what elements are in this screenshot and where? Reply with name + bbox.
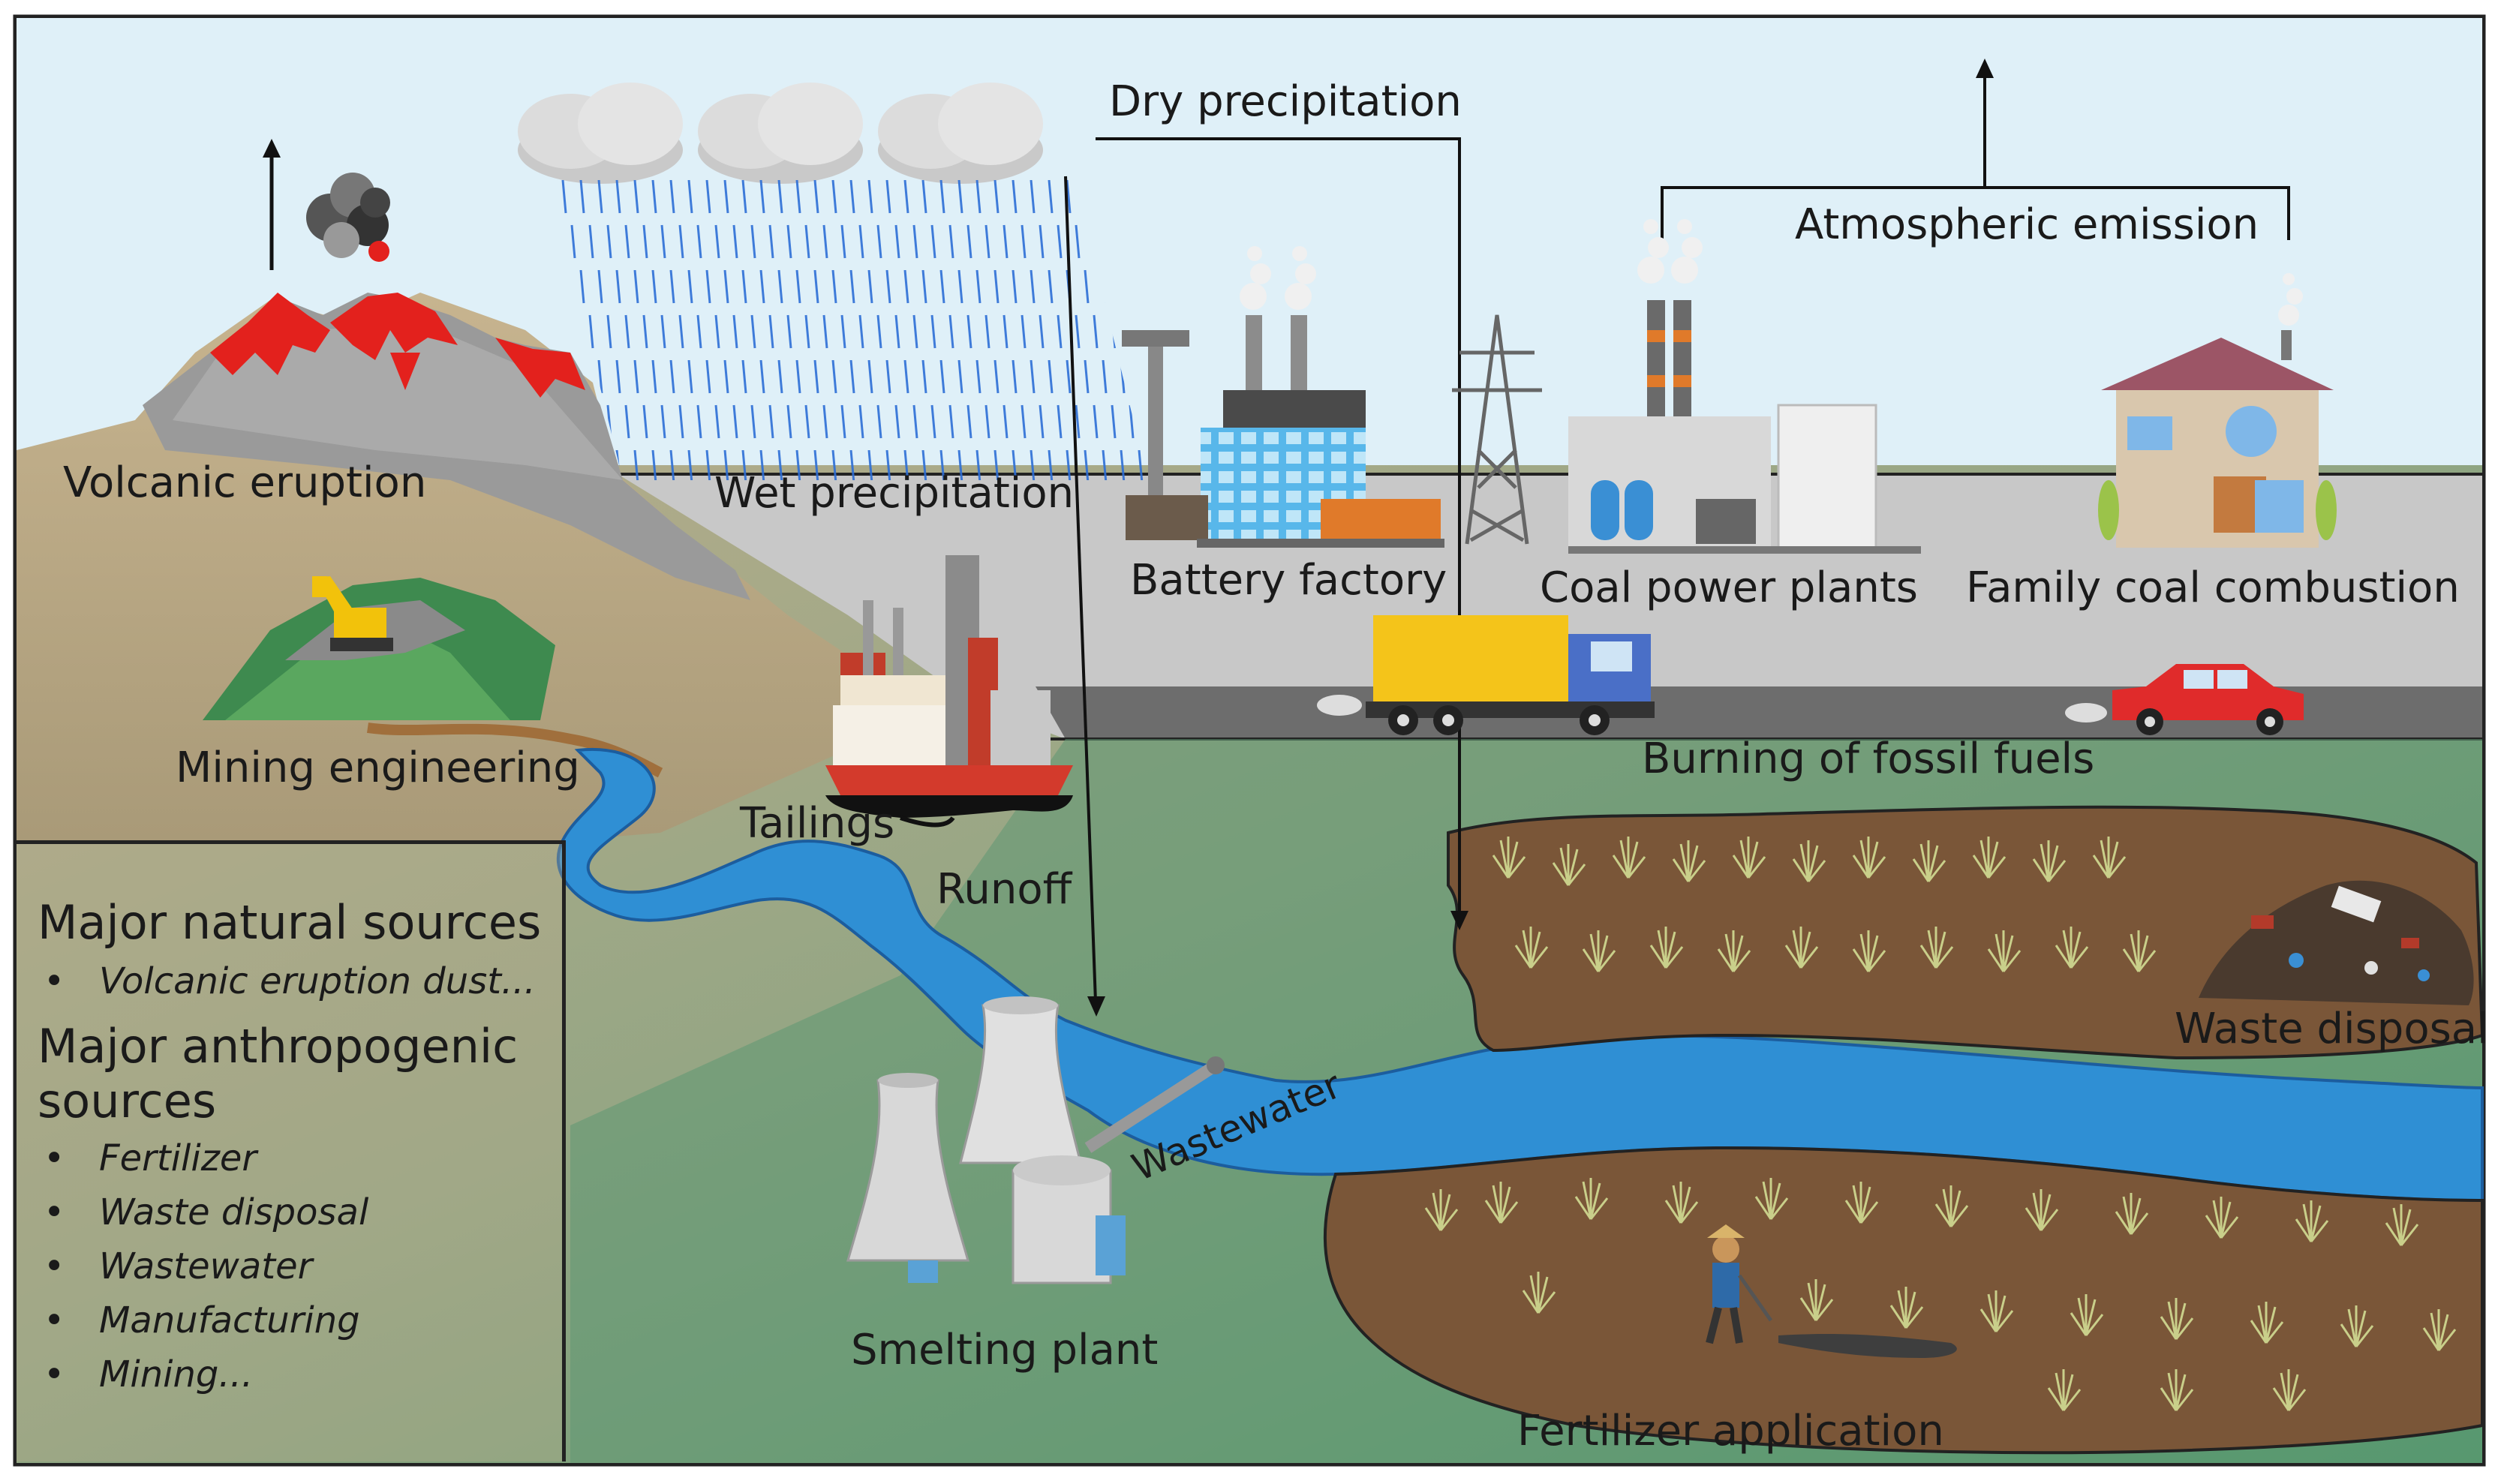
- wet-arrow-head: [1087, 996, 1105, 1017]
- fertilizer-trail: [1778, 1334, 1957, 1358]
- coal-power-plant-icon: [1568, 300, 1921, 554]
- farmer-icon: [1706, 1224, 1773, 1344]
- ship-icon: [825, 555, 1073, 795]
- waste-disposal-label: Waste disposal: [2175, 1005, 2489, 1053]
- volcano-arrow-head: [263, 139, 281, 158]
- crops-lower: [1424, 1178, 2457, 1411]
- factory-smoke: [1240, 246, 1316, 310]
- excavator-icon: [312, 576, 393, 651]
- car-icon: [2065, 664, 2304, 735]
- volcano-smoke: [306, 173, 390, 262]
- power-pylon-icon: [1452, 314, 1542, 545]
- truck-icon: [1317, 615, 1655, 735]
- anthropogenic-source-item: Manufacturing: [38, 1293, 563, 1347]
- anthropogenic-sources-title-line2: sources: [38, 1074, 217, 1129]
- anthropogenic-source-item: Wastewater: [38, 1239, 563, 1293]
- tailings-drain: [900, 816, 955, 828]
- fertilizer-application-label: Fertilizer application: [1517, 1407, 1944, 1455]
- anthropogenic-source-item: Waste disposal: [38, 1185, 563, 1239]
- family-coal-combustion-label: Family coal combustion: [1966, 563, 2460, 612]
- emission-bracket: [1661, 186, 2290, 240]
- anthropogenic-sources-list: Fertilizer Waste disposal Wastewater Man…: [38, 1131, 563, 1401]
- natural-sources-title: Major natural sources: [38, 895, 542, 950]
- lower-field: [1323, 1146, 2484, 1455]
- crops-upper: [1492, 837, 2157, 972]
- burning-fossil-fuels-label: Burning of fossil fuels: [1642, 734, 2095, 783]
- sources-legend: Major natural sources Volcanic eruption …: [17, 840, 566, 1461]
- atmospheric-emission-label: Atmospheric emission: [1795, 200, 2259, 249]
- rain: [548, 173, 1148, 480]
- house-smoke: [2278, 273, 2303, 326]
- dry-arrow-head: [1450, 911, 1468, 930]
- runoff-label: Runoff: [936, 865, 1072, 914]
- natural-sources-list: Volcanic eruption dust...: [38, 954, 563, 1008]
- wet-precipitation-arrow: [1064, 176, 1097, 1002]
- battery-factory-label: Battery factory: [1130, 556, 1447, 605]
- road-plateau: [615, 473, 2482, 739]
- power-plant-smoke: [1637, 219, 1703, 284]
- clouds: [518, 83, 1043, 184]
- volcano: [143, 293, 750, 600]
- battery-factory-icon: [1122, 315, 1444, 548]
- smelting-plant-label: Smelting plant: [851, 1326, 1159, 1374]
- volcanic-eruption-label: Volcanic eruption: [63, 458, 427, 507]
- coal-power-plants-label: Coal power plants: [1540, 563, 1918, 612]
- anthropogenic-sources-title-line1: Major anthropogenic: [38, 1019, 519, 1074]
- wet-precipitation-label: Wet precipitation: [714, 469, 1075, 518]
- anthropogenic-source-item: Mining...: [38, 1347, 563, 1401]
- tailings-pond: [825, 795, 1073, 818]
- waste-pile: [2199, 880, 2474, 1005]
- emission-arrow-head: [1976, 59, 1994, 78]
- anthropogenic-source-item: Fertilizer: [38, 1131, 563, 1185]
- tailings-label: Tailings: [740, 799, 895, 848]
- house-icon: [2098, 330, 2337, 548]
- natural-source-item: Volcanic eruption dust...: [38, 954, 563, 1008]
- mining-engineering-label: Mining engineering: [176, 744, 580, 792]
- dry-precipitation-label: Dry precipitation: [1109, 77, 1462, 126]
- smelting-plant-icon: [846, 996, 1225, 1284]
- river: [556, 747, 2484, 1203]
